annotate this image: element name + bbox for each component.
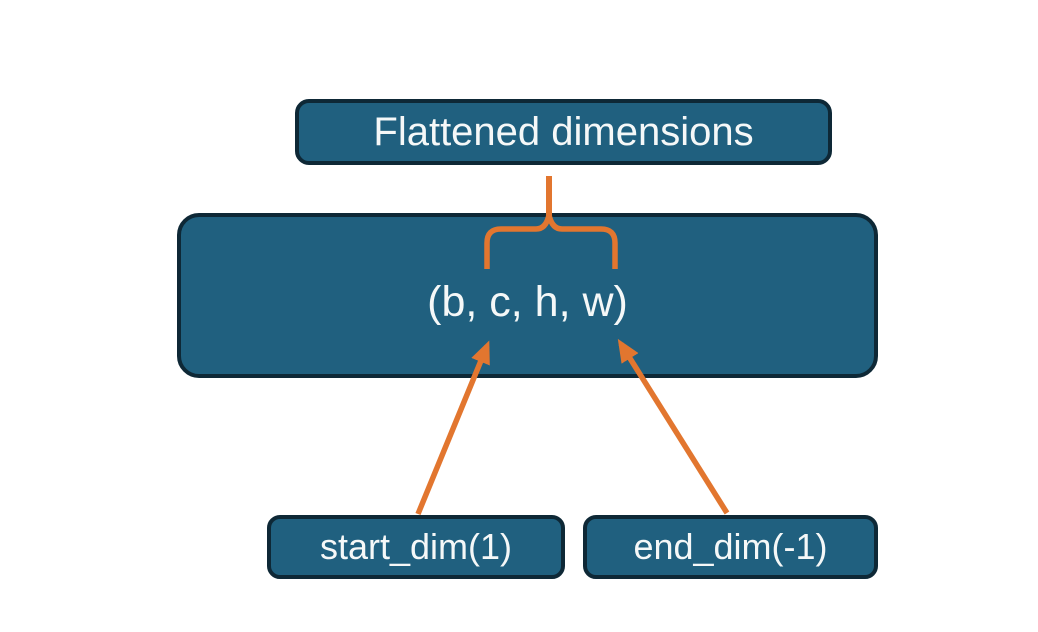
start-dim-label: start_dim(1) bbox=[319, 526, 513, 567]
tensor-shape-label: (b, c, h, w) bbox=[427, 278, 628, 326]
flattened-dimensions-box: Flattened dimensions bbox=[295, 99, 832, 165]
end-dim-box: end_dim(-1) bbox=[583, 515, 878, 579]
end-dim-label: end_dim(-1) bbox=[633, 526, 828, 567]
start-dim-box: start_dim(1) bbox=[267, 515, 565, 579]
tensor-shape-box: (b, c, h, w) bbox=[177, 213, 878, 378]
flattened-dimensions-label: Flattened dimensions bbox=[373, 109, 754, 154]
